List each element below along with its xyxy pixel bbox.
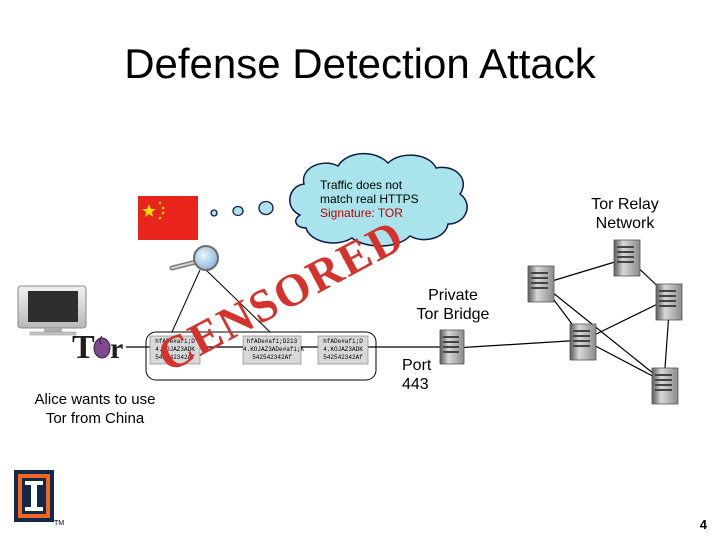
packet-text: hfADe#afi;D 4.KOJAZ3ADK 542542342Af	[323, 338, 363, 361]
packet-text: hfADe#afi;D 4.KOJAZ3ADK 542542342Af	[155, 338, 195, 361]
magnifying-glass-icon	[169, 245, 219, 271]
university-logo	[14, 470, 54, 522]
alice-label-line: Tor from China	[45, 410, 145, 427]
thought-bubble-trail	[210, 200, 274, 217]
packet-text: hfADe#afi;D213 4.KOJAZ3ADe#afi;K 5425423…	[243, 338, 305, 361]
server-icon	[569, 323, 597, 361]
slide-number: 4	[699, 517, 707, 532]
packet	[242, 335, 302, 365]
trademark: TM	[54, 520, 65, 527]
port-label-line: 443	[402, 376, 429, 393]
computer-monitor-icon	[17, 285, 87, 336]
bubble-line: match real HTTPS	[320, 192, 419, 206]
relay-network-label-line: Tor Relay	[591, 196, 659, 213]
bubble-signature: Signature: TOR	[320, 206, 403, 220]
bridge-label: Private Tor Bridge	[398, 286, 508, 324]
bridge-label-line: Tor Bridge	[416, 306, 490, 323]
china-flag	[138, 196, 198, 240]
relay-network-label-line: Network	[595, 215, 655, 232]
packet-stream	[145, 331, 377, 381]
server-icon	[527, 265, 555, 303]
server-icon	[439, 329, 465, 365]
monitor-lines	[171, 269, 271, 333]
server-icon	[651, 367, 679, 405]
relay-network-label: Tor Relay Network	[560, 195, 690, 233]
thought-bubble	[289, 152, 468, 247]
svg-text:r: r	[110, 332, 123, 365]
packet	[149, 335, 201, 365]
packet	[317, 335, 369, 365]
server-icon	[655, 283, 683, 321]
svg-text:T: T	[72, 329, 95, 366]
tor-logo: T r	[72, 329, 123, 366]
bubble-line: Traffic does not	[320, 178, 403, 192]
slide-title: Defense Detection Attack	[124, 40, 596, 87]
bridge-label-line: Private	[428, 287, 478, 304]
alice-label: Alice wants to use Tor from China	[20, 390, 170, 428]
server-icon	[613, 239, 641, 277]
port-label-line: Port	[402, 357, 432, 374]
port-label: Port 443	[402, 356, 431, 394]
thought-bubble-text: Traffic does not match real HTTPS Signat…	[320, 178, 450, 220]
alice-label-line: Alice wants to use	[34, 391, 156, 408]
